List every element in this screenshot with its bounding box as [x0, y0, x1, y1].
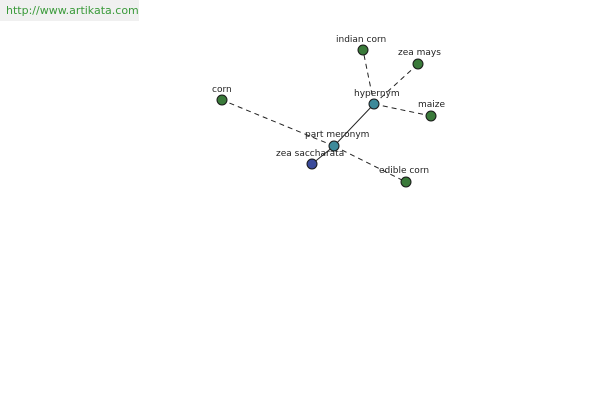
- node-zea-saccharata-icon[interactable]: [306, 158, 318, 170]
- node-indian-corn-icon[interactable]: [357, 44, 369, 56]
- node-corn-icon[interactable]: [216, 94, 228, 106]
- node-label-corn[interactable]: corn: [212, 85, 232, 95]
- graph-labels: zea saccharata hypernym part meronym indian…: [212, 35, 446, 176]
- graph-nodes: [216, 44, 437, 188]
- node-label-part-meronym[interactable]: part meronym: [305, 130, 369, 140]
- edge-hypernym-to-zea-mays: [373, 63, 419, 105]
- edge-part-meronym-to-hypernym: [333, 103, 375, 147]
- node-label-zea-saccharata[interactable]: zea saccharata: [276, 149, 344, 159]
- edge-part-meronym-to-corn: [221, 99, 335, 147]
- edge-hypernym-to-maize: [373, 103, 432, 117]
- node-zea-mays-icon[interactable]: [412, 58, 424, 70]
- node-label-maize[interactable]: maize: [418, 100, 446, 110]
- node-label-zea-mays[interactable]: zea mays: [398, 48, 441, 58]
- graph-edges: [221, 49, 432, 183]
- node-hypernym-icon[interactable]: [368, 98, 380, 110]
- edge-hypernym-to-indian-corn: [362, 49, 375, 105]
- node-maize-icon[interactable]: [425, 110, 437, 122]
- edge-part-meronym-to-edible-corn: [333, 145, 407, 183]
- node-edible-corn-icon[interactable]: [400, 176, 412, 188]
- node-label-edible-corn[interactable]: edible corn: [379, 166, 429, 176]
- artikata-url-link[interactable]: http://www.artikata.com: [0, 0, 139, 21]
- node-label-indian-corn[interactable]: indian corn: [336, 35, 386, 45]
- node-label-hypernym[interactable]: hypernym: [354, 89, 400, 99]
- node-part-meronym-icon[interactable]: [328, 140, 340, 152]
